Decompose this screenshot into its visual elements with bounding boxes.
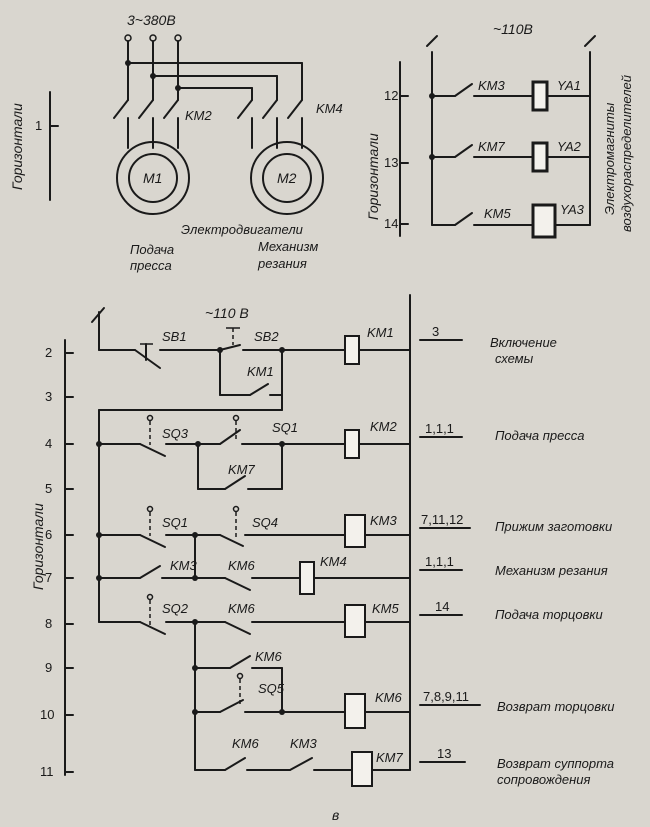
valves-circuit: ~110В Горизонтали 12 KM3 YA1 13: [365, 21, 634, 239]
valve-row-14-num: 14: [384, 216, 398, 231]
rung-8: SQ2 KM6 KM5 14 Подача торцовки: [98, 593, 603, 638]
desc-row-2-line-1: Включение: [490, 335, 557, 350]
valve-contact-km3: KM3: [478, 78, 506, 93]
km2-power-label: KM2: [185, 108, 213, 123]
contact-km6-row11: KM6: [232, 736, 260, 751]
row-8-number: 8: [45, 616, 52, 631]
m1-caption-2: пресса: [130, 258, 172, 273]
contact-sq4: SQ4: [252, 515, 278, 530]
motor-m1: M1: [116, 141, 190, 215]
contact-sb1: SB1: [162, 329, 187, 344]
km4-power-label: KM4: [316, 101, 343, 116]
motor-m2-label: M2: [277, 170, 297, 186]
contact-km6-row9: KM6: [255, 649, 283, 664]
coil-km5: KM5: [372, 601, 400, 616]
contact-km7: KM7: [228, 462, 256, 477]
row-3-number: 3: [45, 389, 52, 404]
row-ticks: 2 3 4 5 6 7 8 9 10 11: [40, 345, 74, 779]
contact-sb2: SB2: [254, 329, 279, 344]
valve-coil-ya1: YA1: [557, 78, 581, 93]
ref-km2: 1,1,1: [425, 421, 454, 436]
m2-caption-1: Механизм: [258, 239, 318, 254]
valves-side-label-2: воздухораспределителей: [619, 75, 634, 232]
valve-contact-km5: KM5: [484, 206, 512, 221]
row-5-number: 5: [45, 481, 52, 496]
contact-sq5: SQ5: [258, 681, 285, 696]
rung-10: KM6 SQ5 KM6 7,8,9,11 Возврат торцовки: [192, 621, 614, 771]
top-left-axis-label: Горизонтали: [9, 103, 25, 190]
desc-row-6: Прижим заготовки: [495, 519, 612, 534]
row-11-number: 11: [40, 764, 54, 779]
valves-supply-label: ~110В: [493, 21, 533, 37]
three-phase-label: 3~380В: [127, 12, 176, 28]
valves-side-label-1: Электромагниты: [602, 102, 617, 215]
rung-6: SQ1 SQ4 KM3 7,11,12 Прижим заготовки: [96, 505, 612, 548]
valve-coil-ya3: YA3: [560, 202, 585, 217]
m2-caption-2: резания: [257, 256, 307, 271]
coil-km2: KM2: [370, 419, 398, 434]
contact-km6-row8: KM6: [228, 601, 256, 616]
valve-coil-ya2: YA2: [557, 139, 582, 154]
top-left-axis: 1 Горизонтали: [9, 91, 59, 201]
ref-km5: 14: [435, 599, 449, 614]
row-2-number: 2: [45, 345, 52, 360]
desc-row-2-line-2: схемы: [495, 351, 534, 366]
row-1-number: 1: [35, 118, 42, 133]
coil-km4: KM4: [320, 554, 347, 569]
contact-sq2: SQ2: [162, 601, 189, 616]
motor-m1-label: M1: [143, 170, 162, 186]
km4-power-contacts: [237, 99, 303, 149]
km2-power-contacts: [113, 99, 179, 149]
figure-letter: в: [332, 807, 339, 823]
coil-km7: KM7: [376, 750, 404, 765]
row-4-number: 4: [45, 436, 52, 451]
row-9-number: 9: [45, 660, 52, 675]
bottom-axis-label: Горизонтали: [30, 503, 46, 590]
ref-km4: 1,1,1: [425, 554, 454, 569]
ref-km3: 7,11,12: [421, 512, 463, 527]
row-10-number: 10: [40, 707, 54, 722]
contact-sq1-row4: SQ1: [272, 420, 298, 435]
ref-km7: 13: [437, 746, 451, 761]
coil-km6: KM6: [375, 690, 403, 705]
contact-km6-row7: KM6: [228, 558, 256, 573]
ladder-supply-label: ~110 В: [205, 305, 249, 321]
contact-km3-row11: KM3: [290, 736, 318, 751]
motors-caption: Электродвигатели: [181, 222, 303, 237]
ref-km1: 3: [432, 324, 439, 339]
valve-row-14: 14 KM5 YA3: [384, 202, 591, 239]
valve-row-12-num: 12: [384, 88, 398, 103]
coil-km1: KM1: [367, 325, 394, 340]
desc-row-4: Подача пресса: [495, 428, 584, 443]
ladder-diagram: ~110 В Горизонтали 2 3 4 5 6 7 8 9 10 11: [30, 294, 614, 823]
valve-row-13: 13 KM7 YA2: [384, 139, 591, 173]
contact-sq1-row6: SQ1: [162, 515, 188, 530]
valve-contact-km7: KM7: [478, 139, 506, 154]
desc-row-11-line-1: Возврат суппорта: [497, 756, 614, 771]
contact-sq3: SQ3: [162, 426, 189, 441]
valve-row-12: 12 KM3 YA1: [384, 78, 591, 112]
top-right-axis-label: Горизонтали: [365, 133, 381, 220]
rung-4: SQ3 SQ1 KM7 KM2 1,1,1 Подача пресса: [96, 414, 584, 490]
row-6-number: 6: [45, 527, 52, 542]
valve-row-13-num: 13: [384, 155, 398, 170]
contact-km3-row7: KM3: [170, 558, 198, 573]
rung-11: KM6 KM3 KM7 13 Возврат суппорта сопровож…: [194, 711, 614, 787]
desc-row-8: Подача торцовки: [495, 607, 603, 622]
desc-row-10: Возврат торцовки: [497, 699, 614, 714]
contact-km1: KM1: [247, 364, 274, 379]
ref-km6: 7,8,9,11: [423, 689, 469, 704]
motor-m2: M2: [250, 141, 324, 215]
coil-km3: KM3: [370, 513, 398, 528]
rung-7: KM3 KM6 KM4 1,1,1 Механизм резания: [96, 534, 608, 595]
desc-row-7: Механизм резания: [495, 563, 608, 578]
desc-row-11-line-2: сопровождения: [497, 772, 591, 787]
power-circuit: 3~380В KM2: [113, 12, 343, 273]
m1-caption-1: Подача: [130, 242, 174, 257]
row-7-number: 7: [45, 570, 52, 585]
rung-2: SB1 SB2 KM1 KM1 3 Включение схемы: [134, 324, 557, 396]
